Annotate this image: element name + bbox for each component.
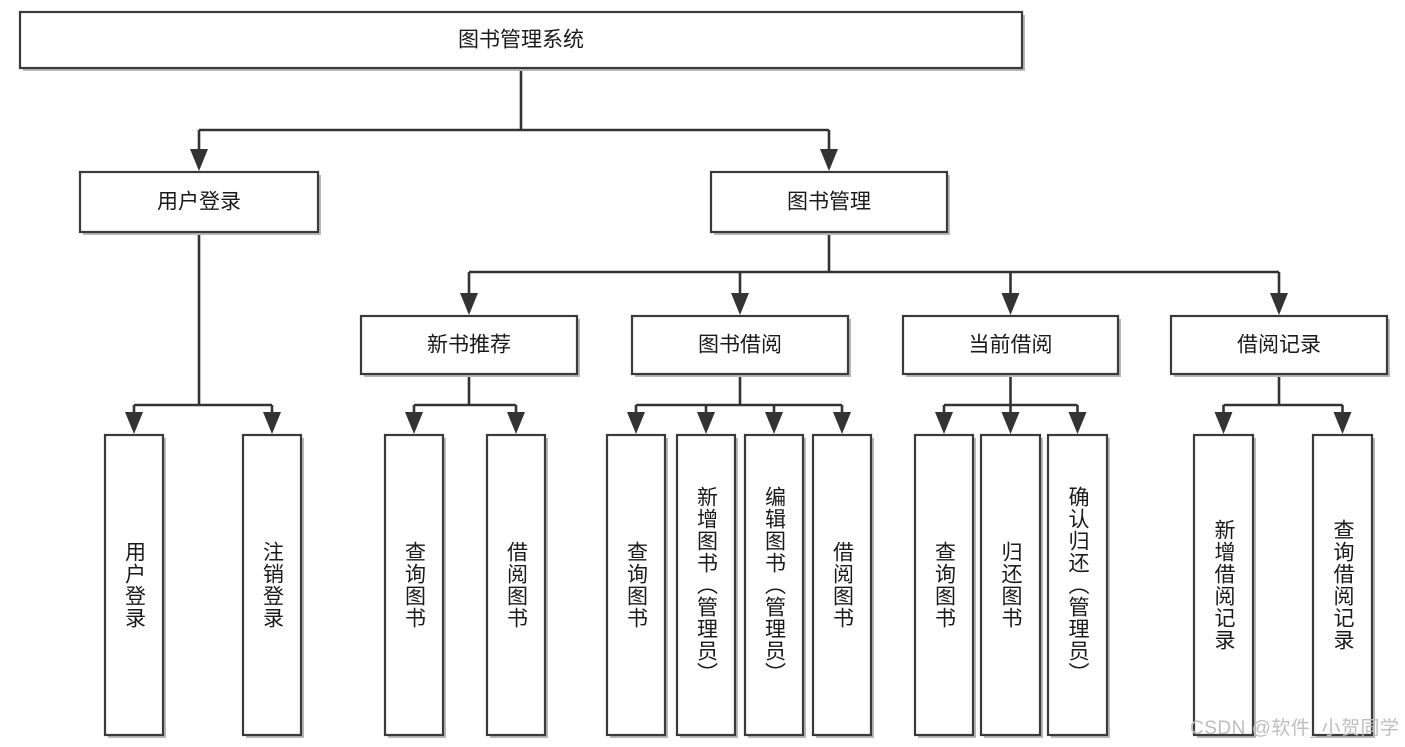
node-box-leaf-add-book-admin[interactable] — [675, 433, 737, 737]
node-box-new-book-recommend[interactable] — [359, 314, 579, 376]
node-label-user-login: 用户登录 — [157, 191, 241, 214]
node-label-root: 图书管理系统 — [458, 29, 584, 52]
arrow-head-leaf-add-book-admin — [697, 412, 715, 434]
node-box-leaf-logout[interactable] — [241, 433, 303, 737]
arrow-head-book-management — [820, 149, 838, 171]
node-box-leaf-confirm-return-admin[interactable] — [1046, 433, 1109, 737]
node-label-book-management: 图书管理 — [787, 191, 871, 214]
node-box-leaf-edit-book-admin[interactable] — [743, 433, 805, 737]
arrow-head-user-login — [190, 149, 208, 171]
node-box-leaf-borrow-book[interactable] — [811, 433, 873, 737]
node-box-leaf-query-borrow-record[interactable] — [1311, 433, 1374, 737]
node-box-borrow-record[interactable] — [1169, 314, 1389, 376]
node-box-root[interactable] — [18, 10, 1024, 70]
node-box-leaf-add-borrow-record[interactable] — [1192, 433, 1255, 737]
node-box-current-borrow[interactable] — [901, 314, 1120, 376]
arrow-head-leaf-edit-book-admin — [765, 412, 783, 434]
arrow-head-leaf-query-book-rec — [405, 412, 423, 434]
watermark-text: CSDN @软件_小贺同学 — [1190, 718, 1400, 739]
node-box-leaf-query-book-current[interactable] — [913, 433, 975, 737]
arrow-head-leaf-query-book-borrow — [627, 412, 645, 434]
node-box-leaf-borrow-book-rec[interactable] — [485, 433, 547, 737]
node-box-leaf-return-book[interactable] — [979, 433, 1042, 737]
arrow-head-leaf-borrow-book-rec — [507, 412, 525, 434]
connector-layer — [125, 68, 1352, 434]
node-box-book-management[interactable] — [709, 170, 949, 234]
node-box-leaf-query-book-borrow[interactable] — [605, 433, 667, 737]
arrow-head-leaf-query-borrow-record — [1333, 412, 1352, 434]
arrow-head-current-borrow — [1001, 293, 1020, 315]
node-label-current-borrow: 当前借阅 — [969, 334, 1053, 357]
arrow-head-book-borrow — [731, 293, 749, 315]
arrow-head-leaf-add-borrow-record — [1214, 412, 1233, 434]
node-box-book-borrow[interactable] — [630, 314, 850, 376]
arrow-head-leaf-query-book-current — [935, 412, 953, 434]
arrow-head-borrow-record — [1270, 293, 1288, 315]
node-label-borrow-record: 借阅记录 — [1237, 334, 1321, 357]
node-label-new-book-recommend: 新书推荐 — [427, 334, 511, 357]
node-layer — [18, 10, 1390, 738]
arrow-head-leaf-borrow-book — [833, 412, 851, 434]
node-box-leaf-query-book-rec[interactable] — [383, 433, 445, 737]
arrow-head-leaf-logout — [263, 412, 281, 434]
arrow-head-leaf-return-book — [1001, 412, 1020, 434]
arrow-head-new-book-recommend — [460, 293, 478, 315]
node-box-leaf-user-login[interactable] — [103, 433, 165, 737]
node-box-user-login[interactable] — [78, 170, 320, 234]
arrow-head-leaf-user-login — [125, 412, 143, 434]
node-label-book-borrow: 图书借阅 — [698, 334, 782, 357]
arrow-head-leaf-confirm-return-admin — [1068, 412, 1087, 434]
